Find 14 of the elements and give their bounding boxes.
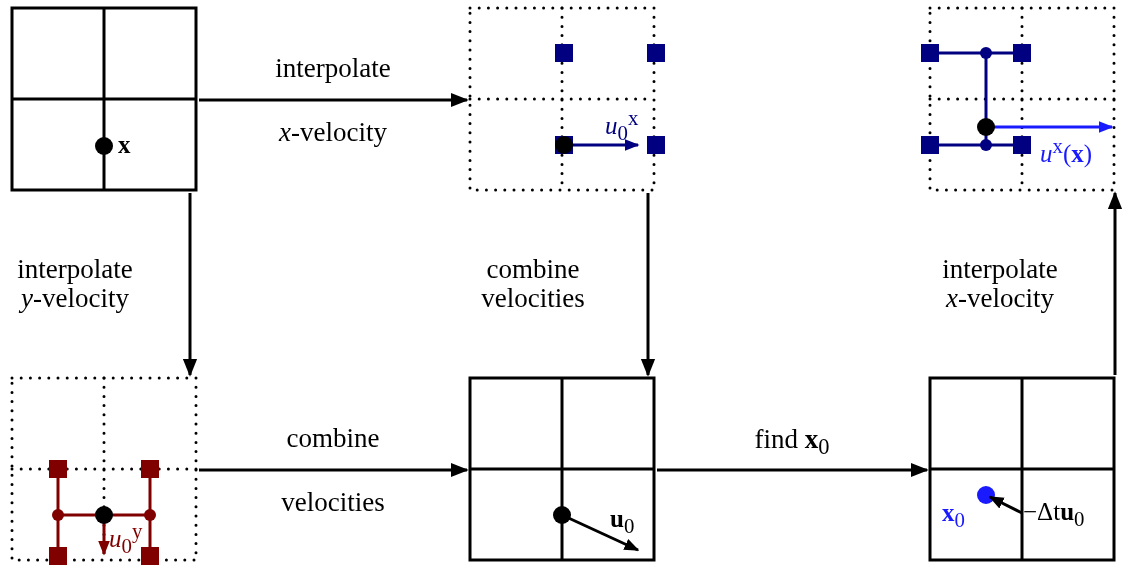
arrow <box>640 193 656 377</box>
arrow <box>1107 191 1122 375</box>
point-label: x <box>118 132 131 157</box>
edge-label: find x$_{0}$ <box>753 425 831 461</box>
edge-label: combine velocities <box>280 422 386 519</box>
arrow <box>657 462 929 478</box>
arrow <box>199 462 469 478</box>
edge-label: interpolate x-velocity <box>274 52 392 149</box>
vector-label: −Δtu$_{0}$ <box>1023 499 1085 530</box>
point-label: x$_{0}$ <box>942 500 965 531</box>
vector-label: u$_{0}$ <box>610 506 635 537</box>
vector-label: u$^{x}$(x) <box>1040 136 1093 167</box>
arrow <box>199 92 469 108</box>
arrow <box>182 193 198 377</box>
